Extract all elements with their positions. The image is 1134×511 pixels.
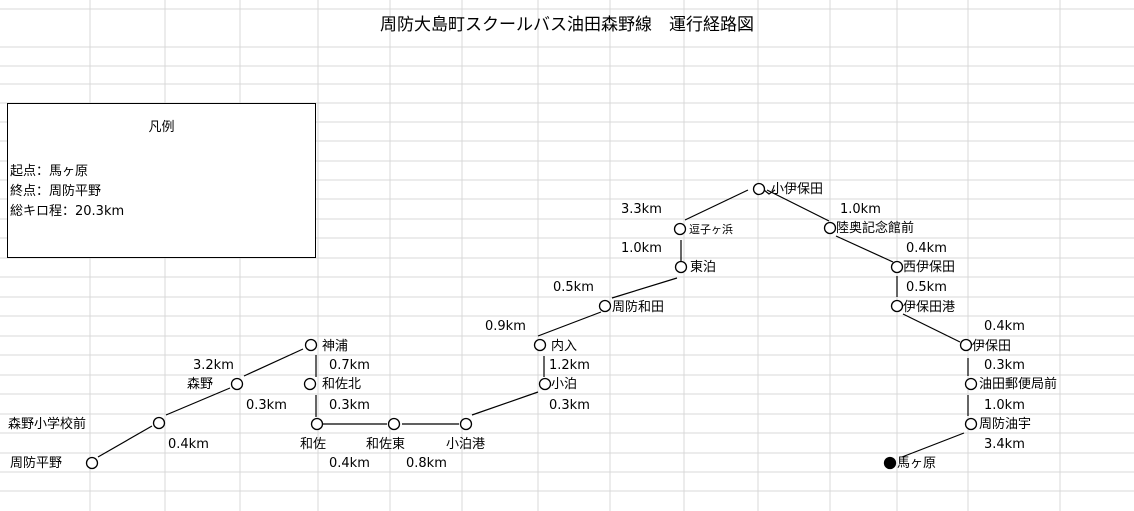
- route-wada-higashidomari: [611, 277, 678, 299]
- route-rikuoku-nishiihota: [835, 235, 894, 263]
- dist-wasahigashi-kodomariko: 0.8km: [406, 456, 447, 471]
- route-yuu-magahara: [901, 432, 965, 458]
- dist-wasakita-wasa: 0.3km: [329, 398, 370, 413]
- dist-wasa-wasahigashi: 0.4km: [329, 456, 370, 471]
- marker-ihota: [959, 338, 973, 352]
- route-kodomariko-kodomari: [471, 391, 539, 416]
- marker-wasa: [310, 417, 324, 431]
- route-ihotako-ihota: [902, 313, 961, 343]
- stop-rikuoku: 陸奥記念館前: [836, 221, 915, 236]
- stop-higashidomari: 東泊: [690, 260, 717, 275]
- dist-rikuoku-nishiihota: 0.4km: [906, 241, 947, 256]
- marker-magahara: [883, 456, 897, 470]
- stop-ihota: 伊保田: [972, 339, 1012, 354]
- dist-ihotako-ihota: 0.4km: [984, 319, 1025, 334]
- marker-koihota: [752, 182, 766, 196]
- route-koihota-rikuoku: [766, 189, 830, 222]
- route-morinosho-morino: [165, 387, 231, 416]
- stop-zushigahama: 逗子ヶ浜: [689, 223, 733, 236]
- dist-uchiiri-wada: 0.9km: [485, 319, 526, 334]
- route-zushi-koihota: [684, 189, 749, 221]
- stop-suo-wada: 周防和田: [612, 300, 665, 315]
- dist-morinosho-morino: 0.3km: [246, 398, 287, 413]
- marker-wasa-kita: [303, 377, 317, 391]
- marker-kamiura: [304, 338, 318, 352]
- stop-ihota-ko: 伊保田港: [903, 300, 956, 315]
- marker-ihota-ko: [890, 299, 904, 313]
- stop-kodomari-ko: 小泊港: [446, 437, 486, 452]
- marker-wasa-higashi: [387, 417, 401, 431]
- legend-title: 凡例: [148, 120, 175, 135]
- marker-yuda-post: [964, 377, 978, 391]
- stop-nishi-ihota: 西伊保田: [903, 260, 956, 275]
- stop-wasa-kita: 和佐北: [322, 377, 362, 392]
- route-uchiiri-wada: [537, 311, 602, 337]
- route-morino-kamiura: [243, 348, 304, 377]
- stop-kamiura: 神浦: [322, 339, 349, 354]
- marker-zushigahama: [673, 222, 687, 236]
- dist-kamiura-wasakita: 0.7km: [329, 358, 370, 373]
- stop-kodomari: 小泊: [551, 377, 578, 392]
- stop-wasa: 和佐: [300, 437, 327, 452]
- stop-suo-yuu: 周防油宇: [979, 417, 1032, 432]
- stop-morino-shogakko: 森野小学校前: [8, 417, 87, 432]
- legend-box: 凡例 起点：馬ヶ原 終点：周防平野 総キロ程：20.3km: [7, 103, 316, 258]
- dist-kodomari-uchiiri: 1.2km: [549, 358, 590, 373]
- marker-suo-yuu: [964, 417, 978, 431]
- dist-yuda-yuu: 1.0km: [984, 398, 1025, 413]
- dist-kodomariko-kodomari: 0.3km: [549, 398, 590, 413]
- legend-total: 総キロ程：20.3km: [10, 204, 125, 219]
- route-lines: [97, 189, 969, 458]
- legend-start: 起点：馬ヶ原: [10, 164, 89, 179]
- stop-markers: [85, 182, 978, 470]
- marker-suo-hirano: [85, 456, 99, 470]
- route-koihota-hook: [763, 189, 776, 195]
- stop-morino: 森野: [187, 377, 214, 392]
- dist-morino-kamiura: 3.2km: [193, 358, 234, 373]
- dist-nishiihota-ihotako: 0.5km: [906, 280, 947, 295]
- stop-wasa-higashi: 和佐東: [366, 437, 406, 452]
- stop-uchiiri: 内入: [551, 339, 578, 354]
- marker-nishi-ihota: [890, 260, 904, 274]
- marker-uchiiri: [533, 338, 547, 352]
- dist-ihota-yuda: 0.3km: [984, 358, 1025, 373]
- diagram-title: 周防大島町スクールバス油田森野線 運行経路図: [380, 15, 754, 35]
- marker-kodomari-ko: [459, 417, 473, 431]
- marker-morino: [230, 377, 244, 391]
- stop-yuda-post: 油田郵便局前: [979, 377, 1058, 392]
- route-hirano-morinosho: [97, 425, 153, 458]
- stop-koihota: 小伊保田: [771, 182, 824, 197]
- marker-kodomari: [538, 377, 552, 391]
- dist-zushi-koihota: 3.3km: [621, 202, 662, 217]
- stop-magahara: 馬ヶ原: [897, 456, 937, 471]
- dist-koihota-rikuoku: 1.0km: [840, 202, 881, 217]
- legend-end: 終点：周防平野: [10, 184, 102, 199]
- marker-suo-wada: [598, 299, 612, 313]
- dist-yuu-magahara: 3.4km: [984, 437, 1025, 452]
- dist-hirano-morinosho: 0.4km: [168, 437, 209, 452]
- marker-rikuoku: [823, 221, 837, 235]
- marker-higashidomari: [674, 260, 688, 274]
- marker-morino-shogakko: [152, 416, 166, 430]
- dist-higashidomari-zushi: 1.0km: [621, 241, 662, 256]
- stop-suo-hirano: 周防平野: [10, 456, 63, 471]
- dist-wada-higashidomari: 0.5km: [553, 280, 594, 295]
